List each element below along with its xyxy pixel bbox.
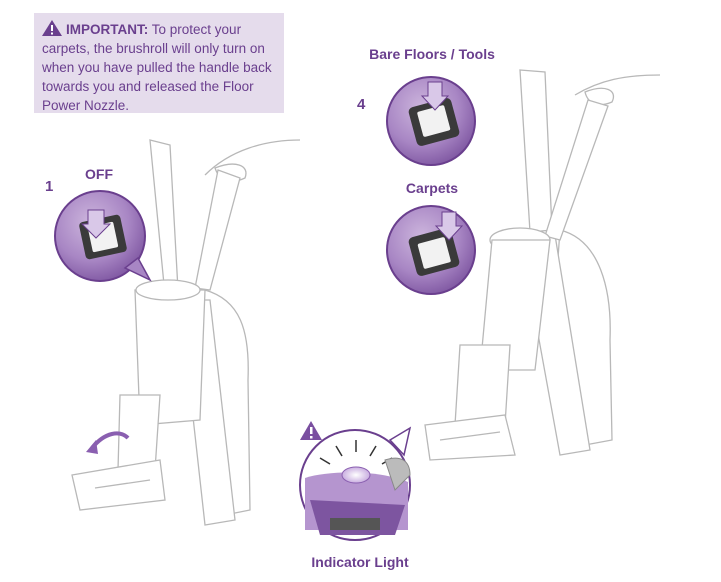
label-carpets: Carpets: [405, 180, 459, 196]
vacuum-body-right: [479, 239, 551, 371]
label-off: OFF: [85, 166, 113, 182]
person-arm-right: [574, 74, 661, 96]
vacuum-handle-right: [544, 99, 609, 241]
warning-triangle-icon: [42, 20, 62, 36]
press-arrow-icon: [434, 211, 464, 241]
press-arrow-icon: [420, 81, 450, 111]
step-number-1: 1: [45, 178, 54, 195]
floor-nozzle-right: [424, 414, 516, 461]
switch-carpets-callout: [386, 205, 476, 295]
vacuum-right: [424, 69, 661, 461]
label-bare-floors-tools: Bare Floors / Tools: [369, 46, 495, 62]
callout-text: To protect your carpets, the brushroll w…: [42, 22, 272, 113]
person-legs-right: [519, 69, 553, 233]
step-number-4: 4: [357, 96, 366, 113]
vacuum-handle-left: [194, 169, 241, 291]
indicator-light-icon: [341, 466, 371, 484]
switch-off-callout: [54, 190, 152, 282]
switch-bare-floors-callout: [386, 76, 476, 166]
label-indicator-light: Indicator Light: [311, 554, 409, 570]
indicator-light-callout: [299, 421, 412, 541]
important-callout: IMPORTANT: To protect your carpets, the …: [34, 13, 284, 113]
person-arm-left: [204, 139, 301, 176]
vacuum-left: [71, 139, 301, 526]
press-arrow-icon: [80, 209, 112, 239]
person-legs-left: [149, 139, 179, 296]
callout-label: IMPORTANT:: [66, 22, 149, 37]
